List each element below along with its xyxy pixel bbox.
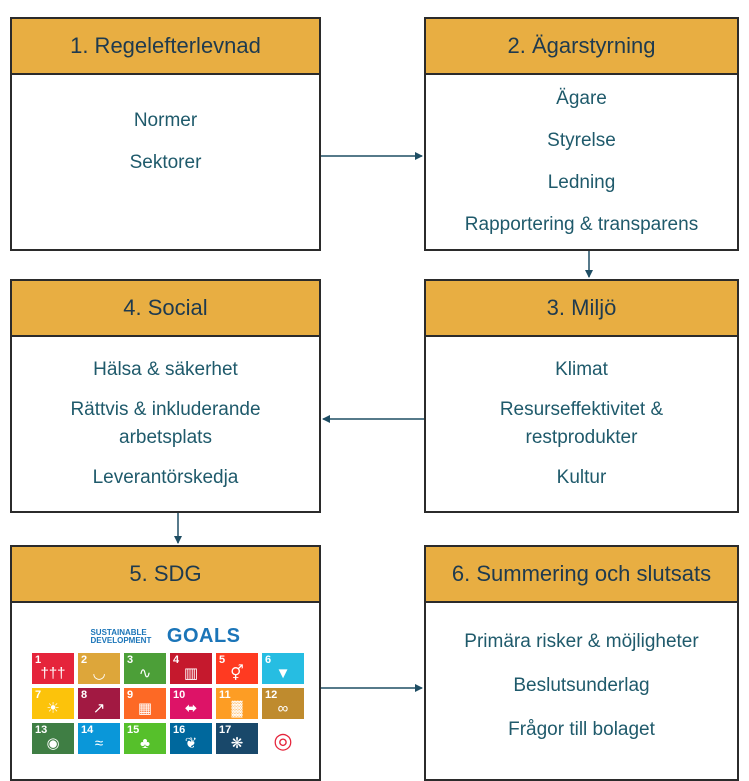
cubes-icon: ▦ bbox=[137, 700, 153, 717]
sdg-tile-number: 1 bbox=[35, 654, 42, 666]
item-normer: Normer bbox=[133, 110, 198, 131]
buildings-icon: ▓ bbox=[231, 700, 243, 717]
sdg-tile: 3∿ bbox=[124, 653, 166, 684]
gender-icon: ⚥ bbox=[230, 665, 244, 682]
sdg-tile-number: 2 bbox=[81, 654, 88, 666]
box-sdg: 5. SDG SUSTAINABLE DEVELOPMENT GOALS 1††… bbox=[10, 545, 321, 781]
dove-icon: ❦ bbox=[184, 735, 198, 752]
sdg-grid: 1†††2◡3∿4▥5⚥6▼7☀8↗9▦10⬌11▓12∞13◉14≈15♣16… bbox=[32, 653, 304, 754]
people-icon: ††† bbox=[40, 665, 66, 682]
box-title: 3. Miljö bbox=[426, 281, 737, 337]
tree-icon: ♣ bbox=[140, 735, 150, 752]
sdg-tile: 11▓ bbox=[216, 688, 258, 719]
infinity-icon: ∞ bbox=[277, 700, 289, 717]
sdg-tile-number: 8 bbox=[81, 689, 88, 701]
sdg-tile-number: 12 bbox=[265, 689, 278, 701]
equality-icon: ⬌ bbox=[184, 700, 198, 717]
sun-icon: ☀ bbox=[46, 700, 60, 717]
box-title: 2. Ägarstyrning bbox=[426, 19, 737, 75]
sdg-tile-number: 6 bbox=[265, 654, 272, 666]
sdg-tile: ◎ bbox=[262, 723, 304, 754]
sdg-tile: 7☀ bbox=[32, 688, 74, 719]
eye-icon: ◉ bbox=[46, 735, 60, 752]
sdg-tile: 13◉ bbox=[32, 723, 74, 754]
item-leverantorskedja: Leverantörskedja bbox=[92, 467, 239, 488]
box-title: 4. Social bbox=[12, 281, 319, 337]
sdg-wheel-icon: ◎ bbox=[273, 728, 293, 753]
item-styrelse: Styrelse bbox=[547, 130, 616, 151]
sdg-tile: 5⚥ bbox=[216, 653, 258, 684]
growth-chart-icon: ↗ bbox=[92, 700, 106, 717]
item-risker: Primära risker & möjligheter bbox=[464, 631, 699, 652]
item-beslutsunderlag: Beslutsunderlag bbox=[513, 675, 650, 696]
box-summering: 6. Summering och slutsats Primära risker… bbox=[424, 545, 739, 781]
sdg-tile: 6▼ bbox=[262, 653, 304, 684]
sdg-tile-number: 9 bbox=[127, 689, 134, 701]
sdg-tile-number: 13 bbox=[35, 724, 48, 736]
sdg-tile: 9▦ bbox=[124, 688, 166, 719]
rings-icon: ❋ bbox=[230, 735, 244, 752]
sdg-tile-number: 14 bbox=[81, 724, 94, 736]
sdg-tile-number: 3 bbox=[127, 654, 134, 666]
sdg-logo-big: GOALS bbox=[166, 625, 241, 647]
item-resurseffektivitet: Resurseffektivitet & restprodukter bbox=[499, 399, 664, 448]
item-klimat: Klimat bbox=[555, 359, 608, 380]
sdg-tile-number: 16 bbox=[173, 724, 186, 736]
item-agare: Ägare bbox=[556, 88, 607, 109]
box-social: 4. Social Hälsa & säkerhet Rättvis & ink… bbox=[10, 279, 321, 513]
sdg-tile: 16❦ bbox=[170, 723, 212, 754]
box-title: 1. Regelefterlevnad bbox=[12, 19, 319, 75]
item-rattvis: Rättvis & inkluderande arbetsplats bbox=[70, 399, 261, 448]
sdg-tile: 10⬌ bbox=[170, 688, 212, 719]
item-sektorer: Sektorer bbox=[129, 152, 202, 173]
sdg-tile: 17❋ bbox=[216, 723, 258, 754]
box-title: 5. SDG bbox=[12, 547, 319, 603]
heartbeat-icon: ∿ bbox=[138, 665, 152, 682]
sdg-tile-number: 4 bbox=[173, 654, 180, 666]
item-halsa: Hälsa & säkerhet bbox=[93, 359, 238, 380]
item-ledning: Ledning bbox=[547, 172, 616, 193]
sdg-tile-number: 17 bbox=[219, 724, 232, 736]
sdg-tile-number: 10 bbox=[173, 689, 186, 701]
item-rapportering: Rapportering & transparens bbox=[464, 214, 699, 235]
sdg-tile: 2◡ bbox=[78, 653, 120, 684]
water-drop-icon: ▼ bbox=[275, 665, 291, 682]
fish-icon: ≈ bbox=[94, 735, 104, 752]
box-miljo: 3. Miljö Klimat Resurseffektivitet & res… bbox=[424, 279, 739, 513]
bowl-icon: ◡ bbox=[92, 665, 106, 682]
sdg-tile: 8↗ bbox=[78, 688, 120, 719]
box-agarstyrning: 2. Ägarstyrning Ägare Styrelse Ledning R… bbox=[424, 17, 739, 251]
sdg-tile-number: 11 bbox=[219, 689, 231, 701]
sdg-tile: 15♣ bbox=[124, 723, 166, 754]
sdg-tile-number: 7 bbox=[35, 689, 42, 701]
item-kultur: Kultur bbox=[556, 467, 607, 488]
item-fragor: Frågor till bolaget bbox=[508, 719, 655, 740]
sdg-tile: 14≈ bbox=[78, 723, 120, 754]
box-regelefterlevnad: 1. Regelefterlevnad Normer Sektorer bbox=[10, 17, 321, 251]
book-icon: ▥ bbox=[183, 665, 199, 682]
sdg-tile-number: 15 bbox=[127, 724, 140, 736]
box-title: 6. Summering och slutsats bbox=[426, 547, 737, 603]
sdg-tile: 12∞ bbox=[262, 688, 304, 719]
sdg-logo: SUSTAINABLE DEVELOPMENT GOALS bbox=[12, 625, 319, 648]
sdg-tile-number: 5 bbox=[219, 654, 226, 666]
sdg-tile: 4▥ bbox=[170, 653, 212, 684]
sdg-logo-small: SUSTAINABLE DEVELOPMENT bbox=[90, 627, 152, 645]
sdg-tile: 1††† bbox=[32, 653, 74, 684]
